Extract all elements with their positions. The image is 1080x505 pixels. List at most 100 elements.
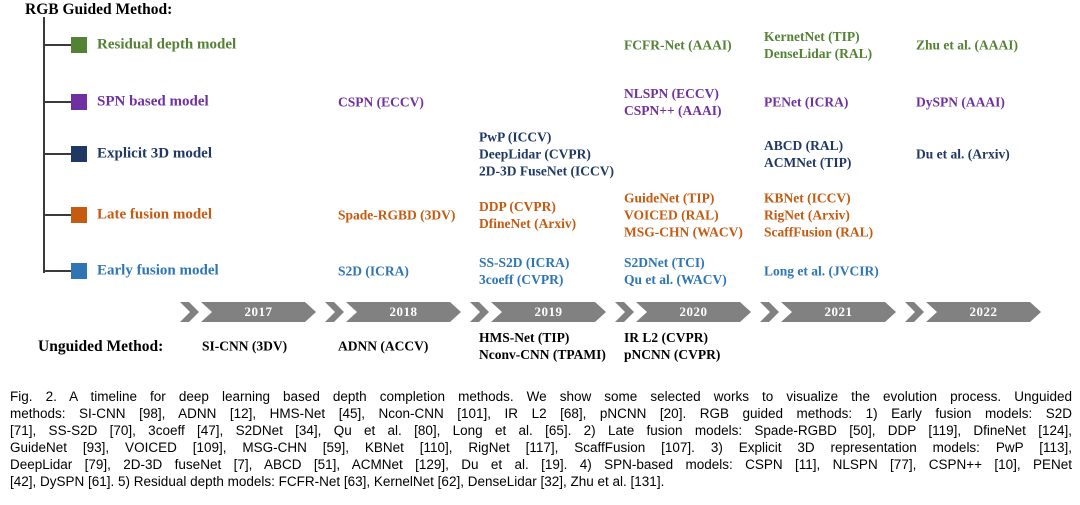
method-entry: DySPN (AAAI) (916, 94, 1005, 110)
spn-swatch-icon (71, 94, 87, 110)
explicit3d-swatch-icon (71, 146, 87, 162)
method-entry: SS-S2D (ICRA) (479, 255, 570, 270)
caption-line: methods: SI-CNN [98], ADNN [12], HMS-Net… (10, 406, 1072, 421)
method-entry: PwP (ICCV) (479, 129, 552, 145)
method-entry: Zhu et al. (AAAI) (916, 37, 1019, 53)
year-band: 2017 (201, 302, 316, 322)
methods-early-2020: S2DNet (TCI) Qu et al. (WACV) (624, 254, 727, 288)
caption-line: GuideNet [93], VOICED [109], MSG-CHN [59… (10, 440, 1072, 455)
method-entry: KernetNet (TIP) (764, 29, 860, 44)
year-band: 2020 (636, 302, 751, 322)
methods-explicit3d-2021: ABCD (RAL) ACMNet (TIP) (764, 137, 851, 171)
method-entry: DenseLidar (RAL) (764, 46, 873, 61)
methods-residual-2022: Zhu et al. (AAAI) (916, 37, 1018, 54)
method-entry: Spade-RGBD (3DV) (338, 207, 456, 223)
unguided-method-label: Unguided Method: (38, 338, 164, 355)
tree-vertical-line (43, 17, 45, 273)
method-entry: SI-CNN (3DV) (202, 338, 288, 354)
year-band: 2021 (781, 302, 896, 322)
year-label: 2021 (824, 304, 853, 319)
method-entry: NLSPN (ECCV) (624, 86, 719, 101)
year-band: 2018 (346, 302, 461, 322)
method-entry: CSPN++ (AAAI) (624, 103, 722, 118)
methods-early-2019: SS-S2D (ICRA) 3coeff (CVPR) (479, 254, 569, 288)
tree-branch-residual (43, 44, 73, 46)
method-entry: S2D (ICRA) (338, 263, 409, 279)
unguided-2020: IR L2 (CVPR) pNCNN (CVPR) (624, 329, 720, 363)
caption-line: [42], DySPN [61]. 5) Residual depth mode… (10, 474, 665, 489)
year-label: 2018 (389, 304, 418, 319)
tree-branch-explicit3d (43, 153, 73, 155)
late-fusion-swatch-icon (71, 207, 87, 223)
methods-spn-2022: DySPN (AAAI) (916, 94, 1005, 111)
year-band: 2019 (491, 302, 606, 322)
method-entry: Du et al. (Arxiv) (916, 146, 1010, 162)
caption-line: DeepLidar [79], 2D-3D fuseNet [7], ABCD … (10, 457, 1072, 472)
method-entry: ABCD (RAL) (764, 138, 844, 153)
legend-label-explicit3d: Explicit 3D model (97, 145, 212, 162)
method-entry: ScaffFusion (RAL) (764, 224, 874, 240)
method-entry: DeepLidar (CVPR) (479, 146, 591, 162)
residual-swatch-icon (71, 37, 87, 53)
caption-line: [71], SS-S2D [70], 3coeff [47], S2DNet [… (10, 423, 1072, 438)
method-entry: Long et al. (JVCIR) (764, 263, 879, 279)
unguided-2019: HMS-Net (TIP) Nconv-CNN (TPAMI) (479, 329, 606, 363)
method-entry: CSPN (ECCV) (338, 94, 424, 110)
method-entry: ADNN (ACCV) (338, 338, 429, 354)
chevron-icon (470, 302, 489, 322)
method-entry: IR L2 (CVPR) (624, 330, 708, 345)
methods-explicit3d-2022: Du et al. (Arxiv) (916, 146, 1010, 163)
methods-spn-2018: CSPN (ECCV) (338, 94, 424, 111)
method-entry: DfineNet (Arxiv) (479, 216, 577, 231)
method-entry: MSG-CHN (WACV) (624, 224, 743, 240)
methods-residual-2020: FCFR-Net (AAAI) (624, 37, 732, 54)
year-label: 2022 (969, 304, 998, 319)
tree-branch-early-fusion (43, 270, 73, 272)
method-entry: GuideNet (TIP) (624, 190, 715, 206)
figure-caption: Fig. 2. A timeline for deep learning bas… (10, 388, 1072, 490)
early-fusion-swatch-icon (71, 263, 87, 279)
methods-late-2019: DDP (CVPR) DfineNet (Arxiv) (479, 198, 576, 232)
chevron-icon (615, 302, 634, 322)
methods-late-2018: Spade-RGBD (3DV) (338, 207, 455, 224)
methods-residual-2021: KernetNet (TIP) DenseLidar (RAL) (764, 28, 872, 62)
method-entry: PENet (ICRA) (764, 94, 849, 110)
method-entry: FCFR-Net (AAAI) (624, 37, 732, 53)
chevron-icon (760, 302, 779, 322)
legend-label-spn: SPN based model (97, 93, 209, 110)
legend-label-residual: Residual depth model (97, 36, 237, 53)
chevron-icon (325, 302, 344, 322)
unguided-2018: ADNN (ACCV) (338, 338, 428, 355)
year-label: 2017 (244, 304, 273, 319)
method-entry: DDP (CVPR) (479, 199, 556, 214)
method-entry: RigNet (Arxiv) (764, 207, 850, 223)
chevron-icon (905, 302, 924, 322)
year-label: 2020 (679, 304, 708, 319)
method-entry: S2DNet (TCI) (624, 255, 705, 270)
tree-branch-spn (43, 101, 73, 103)
legend-label-late-fusion: Late fusion model (97, 206, 213, 223)
chevron-icon (180, 302, 199, 322)
methods-early-2018: S2D (ICRA) (338, 263, 409, 280)
methods-spn-2021: PENet (ICRA) (764, 94, 848, 111)
methods-early-2021: Long et al. (JVCIR) (764, 263, 879, 280)
legend-label-early-fusion: Early fusion model (97, 262, 219, 279)
method-entry: 2D-3D FuseNet (ICCV) (479, 163, 614, 179)
method-entry: ACMNet (TIP) (764, 155, 852, 170)
rgb-guided-method-label: RGB Guided Method: (25, 1, 173, 18)
method-entry: pNCNN (CVPR) (624, 347, 721, 362)
caption-line: Fig. 2. A timeline for deep learning bas… (10, 389, 1072, 404)
method-entry: KBNet (ICCV) (764, 190, 851, 206)
method-entry: Qu et al. (WACV) (624, 272, 727, 287)
unguided-2017: SI-CNN (3DV) (202, 338, 287, 355)
year-label: 2019 (534, 304, 563, 319)
methods-late-2020: GuideNet (TIP) VOICED (RAL) MSG-CHN (WAC… (624, 190, 743, 241)
method-entry: VOICED (RAL) (624, 207, 719, 223)
tree-branch-late-fusion (43, 214, 73, 216)
method-entry: 3coeff (CVPR) (479, 272, 564, 287)
method-entry: HMS-Net (TIP) (479, 330, 570, 345)
methods-explicit3d-2019: PwP (ICCV) DeepLidar (CVPR) 2D-3D FuseNe… (479, 129, 614, 180)
methods-spn-2020: NLSPN (ECCV) CSPN++ (AAAI) (624, 85, 722, 119)
methods-late-2021: KBNet (ICCV) RigNet (Arxiv) ScaffFusion … (764, 190, 873, 241)
